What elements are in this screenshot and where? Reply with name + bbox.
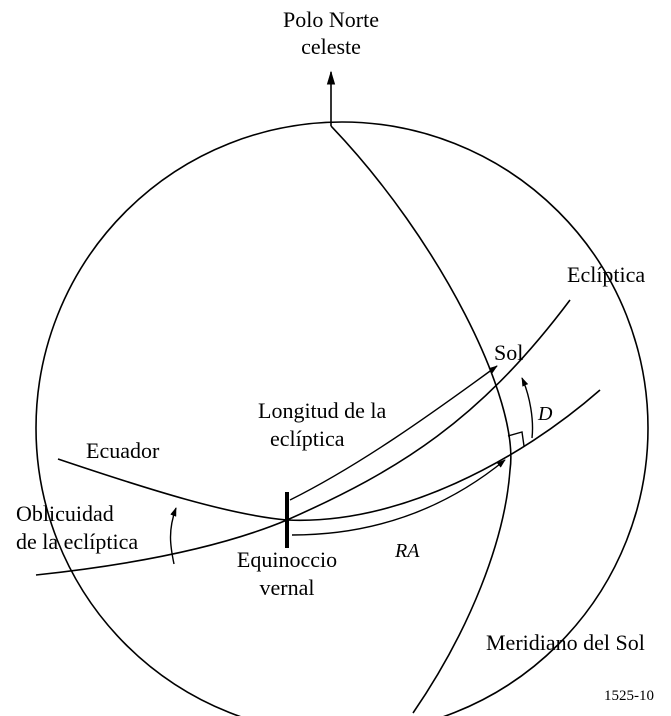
north-pole-label-line1: Polo Norte <box>283 7 379 32</box>
right-ascension-arrow <box>291 459 506 536</box>
ecliptic-longitude-label-line1: Longitud de la <box>258 398 387 423</box>
ecliptic-label: Eclíptica <box>567 262 645 287</box>
sun-meridian-line <box>330 125 512 714</box>
declination-label: D <box>537 403 553 425</box>
equinox-label-line1: Equinoccio <box>237 547 337 572</box>
ecliptic-longitude-label-line2: eclíptica <box>270 426 345 451</box>
equator-label: Ecuador <box>86 438 160 463</box>
north-pole-label-line2: celeste <box>301 34 361 59</box>
right-angle-marker <box>507 431 525 447</box>
obliquity-label-line2: de la eclíptica <box>16 529 138 554</box>
obliquity-label-line1: Oblicuidad <box>16 501 114 526</box>
celestial-sphere-outline <box>35 121 649 716</box>
declination-arrow <box>521 377 534 439</box>
sun-meridian-label: Meridiano del Sol <box>486 630 645 655</box>
ecliptic-line <box>35 299 571 576</box>
ecliptic-longitude-arrow <box>289 365 498 501</box>
equinox-label-line2: vernal <box>260 575 315 600</box>
right-ascension-label: RA <box>394 540 420 562</box>
figure-number: 1525-10 <box>604 688 654 704</box>
sun-label: Sol <box>494 340 523 365</box>
celestial-equator-line <box>57 389 601 522</box>
obliquity-arrow <box>169 507 177 565</box>
